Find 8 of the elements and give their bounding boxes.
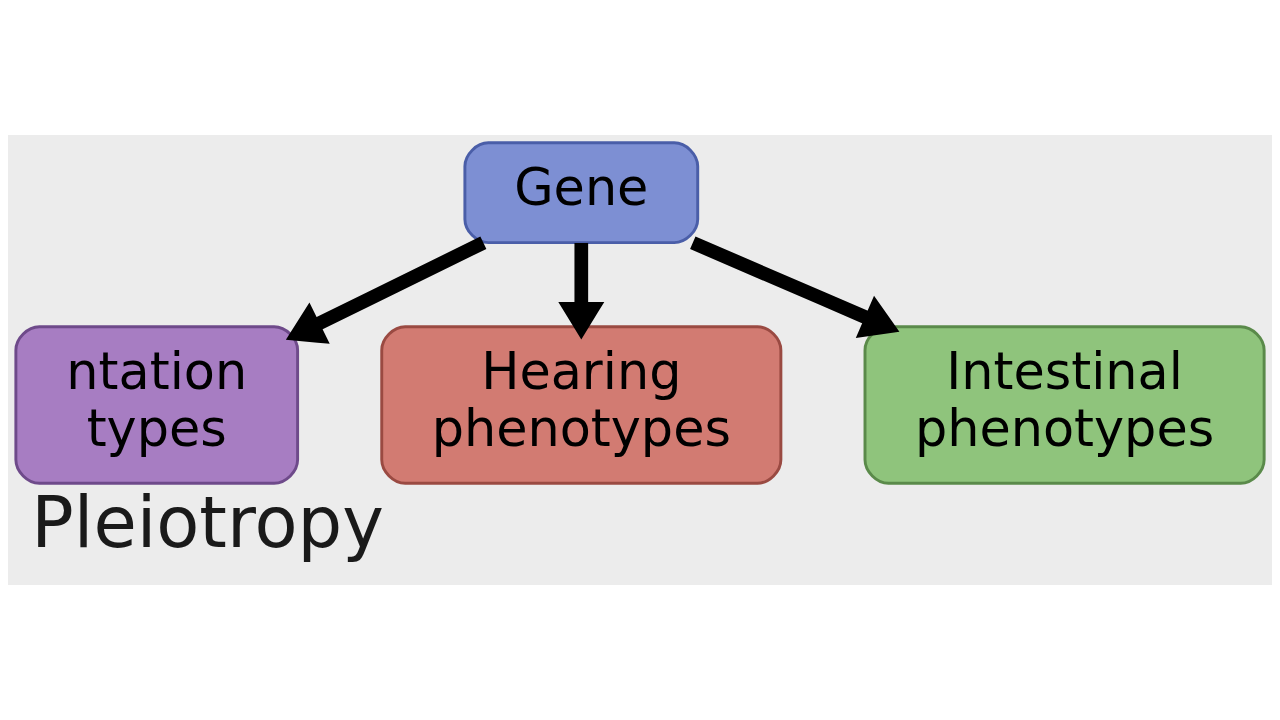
arrow xyxy=(558,243,605,340)
node-box: ntation types xyxy=(14,325,300,485)
arrow xyxy=(285,236,487,344)
arrow xyxy=(690,236,900,339)
diagram-title: Pleiotropy xyxy=(31,482,384,565)
node-box: Hearing phenotypes xyxy=(380,325,783,485)
node-box: Intestinal phenotypes xyxy=(863,325,1266,485)
node-box: Gene xyxy=(463,141,700,245)
